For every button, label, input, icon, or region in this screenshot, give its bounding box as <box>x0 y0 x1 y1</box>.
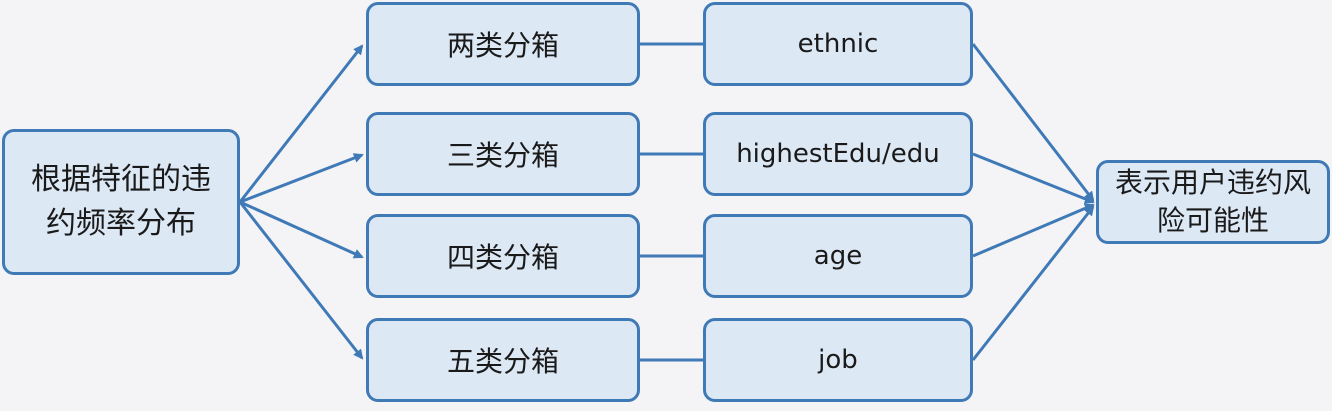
arrow-feature-3-to-target <box>972 203 1095 258</box>
target-node: 表示用户违约风险可能性 <box>1096 160 1330 244</box>
target-label: 表示用户违约风险可能性 <box>1114 166 1311 237</box>
feature-node-edu: highestEdu/edu <box>703 112 973 196</box>
feature-node-ethnic: ethnic <box>703 2 973 86</box>
source-label: 根据特征的违约频率分布 <box>31 162 211 241</box>
feature-node-age: age <box>703 214 973 298</box>
feature-node-job: job <box>703 318 973 402</box>
arrow-source-to-bin-1 <box>238 44 364 203</box>
bin-label: 两类分箱 <box>446 29 559 62</box>
arrow-feature-1-to-target <box>971 43 1095 202</box>
bin-label: 三类分箱 <box>446 139 559 172</box>
bin-node-four: 四类分箱 <box>366 214 640 298</box>
arrow-feature-2-to-target <box>972 152 1095 204</box>
bin-label: 四类分箱 <box>446 241 559 274</box>
arrow-source-to-bin-3 <box>239 200 364 259</box>
feature-label: highestEdu/edu <box>736 139 940 169</box>
feature-label: job <box>818 345 858 375</box>
arrow-feature-4-to-target <box>971 205 1095 361</box>
feature-label: ethnic <box>797 29 879 59</box>
bin-node-two: 两类分箱 <box>366 2 640 86</box>
bin-label: 五类分箱 <box>446 345 559 378</box>
feature-label: age <box>813 241 863 271</box>
bin-node-five: 五类分箱 <box>366 318 640 402</box>
source-node: 根据特征的违约频率分布 <box>2 129 240 275</box>
arrow-source-to-bin-2 <box>239 153 364 204</box>
arrow-source-to-bin-4 <box>238 201 364 360</box>
bin-node-three: 三类分箱 <box>366 112 640 196</box>
